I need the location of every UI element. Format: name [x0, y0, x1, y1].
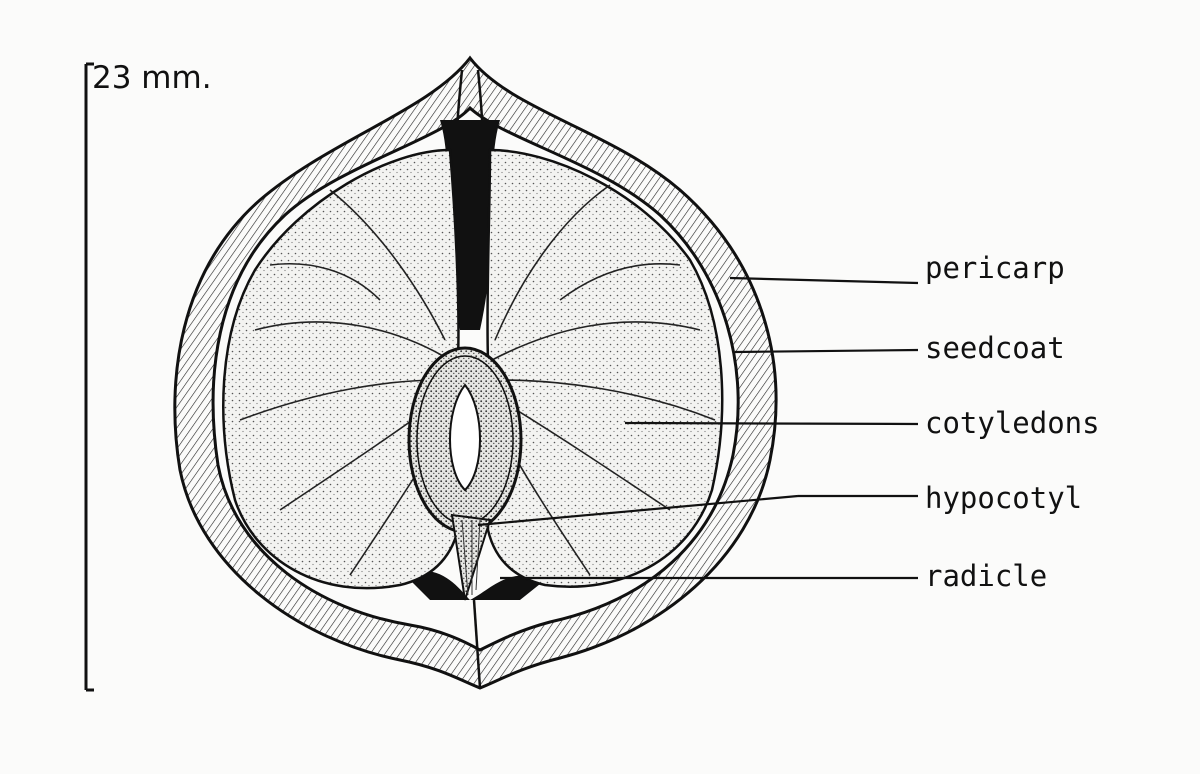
leader-pericarp	[729, 276, 919, 285]
leader-hypocotyl	[477, 494, 799, 527]
label-pericarp: pericarp	[925, 251, 1065, 285]
label-radicle: radicle	[925, 559, 1048, 593]
left-cotyledon	[222, 148, 460, 590]
embryo-axis	[407, 346, 523, 601]
label-seedcoat: seedcoat	[925, 331, 1065, 365]
label-hypocotyl: hypocotyl	[925, 481, 1083, 515]
leader-cotyledons	[624, 421, 919, 426]
scale-label: 23 mm.	[92, 60, 212, 96]
leader-seedcoat	[734, 348, 919, 354]
right-cotyledon	[486, 148, 724, 588]
scale-bar	[84, 62, 94, 692]
label-cotyledons: cotyledons	[925, 406, 1100, 440]
right-cotyledon-veins	[491, 184, 716, 576]
leader-lines	[477, 276, 919, 580]
